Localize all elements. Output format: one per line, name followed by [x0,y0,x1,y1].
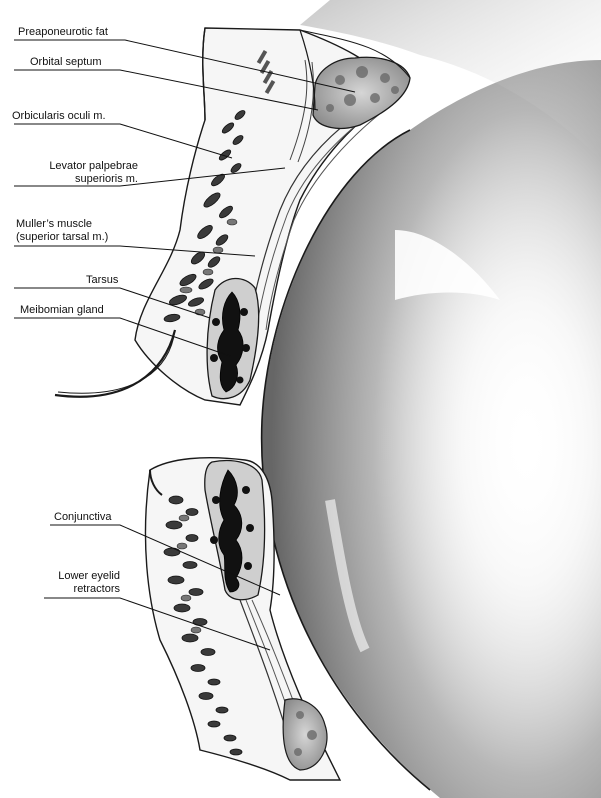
label-tarsus: Tarsus [86,274,118,287]
label-lower-eyelid-retractors: Lower eyelid retractors [44,570,120,596]
label-conjunctiva: Conjunctiva [54,511,111,524]
label-preaponeurotic-fat: Preaponeurotic fat [18,26,108,39]
preaponeurotic-fat-pad [313,57,410,128]
label-orbital-septum: Orbital septum [30,56,102,69]
label-levator-palpebrae: Levator palpebrae superioris m. [18,160,138,186]
label-orbicularis-oculi: Orbicularis oculi m. [12,110,106,123]
label-meibomian-gland: Meibomian gland [20,304,104,317]
label-mullers-muscle: Muller’s muscle (superior tarsal m.) [16,218,108,244]
